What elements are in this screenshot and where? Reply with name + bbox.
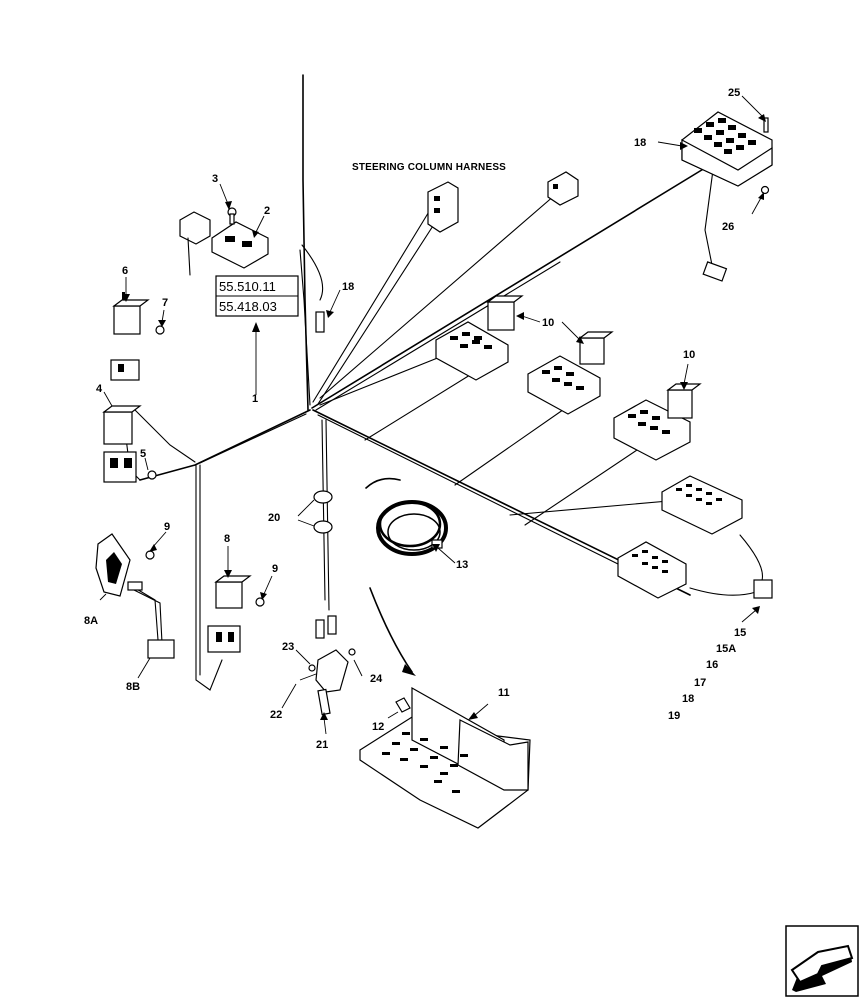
reference-code-1: 55.510.11 xyxy=(219,279,276,294)
ring-terminals xyxy=(297,490,333,534)
callout-15: 15 xyxy=(734,627,746,639)
callout-10-right: 10 xyxy=(683,349,695,361)
fuse-box-assembly xyxy=(681,111,773,282)
left-relays xyxy=(102,292,165,483)
callout-20: 20 xyxy=(268,512,280,524)
callout-5: 5 xyxy=(140,448,146,460)
callout-9-right: 9 xyxy=(272,563,278,575)
callout-17: 17 xyxy=(694,677,706,689)
callout-25: 25 xyxy=(728,87,740,99)
callout-leaders xyxy=(99,95,766,735)
relays-and-sockets xyxy=(435,295,773,599)
callout-2: 2 xyxy=(264,205,270,217)
main-harness-trunks xyxy=(124,74,764,691)
harness-title: STEERING COLUMN HARNESS xyxy=(352,162,506,173)
callout-9-left: 9 xyxy=(164,521,170,533)
relay-bracket-assembly xyxy=(179,207,269,276)
callout-10-left: 10 xyxy=(542,317,554,329)
callout-8B: 8B xyxy=(126,681,140,693)
previous-page-arrow-icon[interactable] xyxy=(785,925,859,997)
callout-19: 19 xyxy=(668,710,680,722)
callout-18-fusebox: 18 xyxy=(634,137,646,149)
harness-coil xyxy=(365,477,448,556)
callout-8A: 8A xyxy=(84,615,98,627)
steering-column-connectors xyxy=(427,171,579,233)
callout-26: 26 xyxy=(722,221,734,233)
callout-15A: 15A xyxy=(716,643,736,655)
callout-3: 3 xyxy=(212,173,218,185)
callout-23: 23 xyxy=(282,641,294,653)
floor-plate-assembly xyxy=(359,587,531,829)
callout-12: 12 xyxy=(372,721,384,733)
reference-code-2: 55.418.03 xyxy=(219,299,277,314)
callout-6: 6 xyxy=(122,265,128,277)
callout-4: 4 xyxy=(96,383,103,395)
callout-labels: STEERING COLUMN HARNESS 1 2 3 4 5 6 7 8 … xyxy=(84,87,746,751)
callout-24: 24 xyxy=(370,673,383,685)
inline-connector xyxy=(315,311,325,333)
lower-left-components xyxy=(95,533,265,659)
callout-8: 8 xyxy=(224,533,230,545)
callout-18-inline: 18 xyxy=(342,281,354,293)
callout-16: 16 xyxy=(706,659,718,671)
callout-22: 22 xyxy=(270,709,282,721)
callout-1: 1 xyxy=(252,393,258,405)
reference-box: 55.510.11 55.418.03 xyxy=(215,275,299,395)
callout-7: 7 xyxy=(162,297,168,309)
switch-assembly xyxy=(299,615,356,716)
callout-13: 13 xyxy=(456,559,468,571)
callout-21: 21 xyxy=(316,739,328,751)
callout-11: 11 xyxy=(498,687,510,699)
callout-18: 18 xyxy=(682,693,694,705)
